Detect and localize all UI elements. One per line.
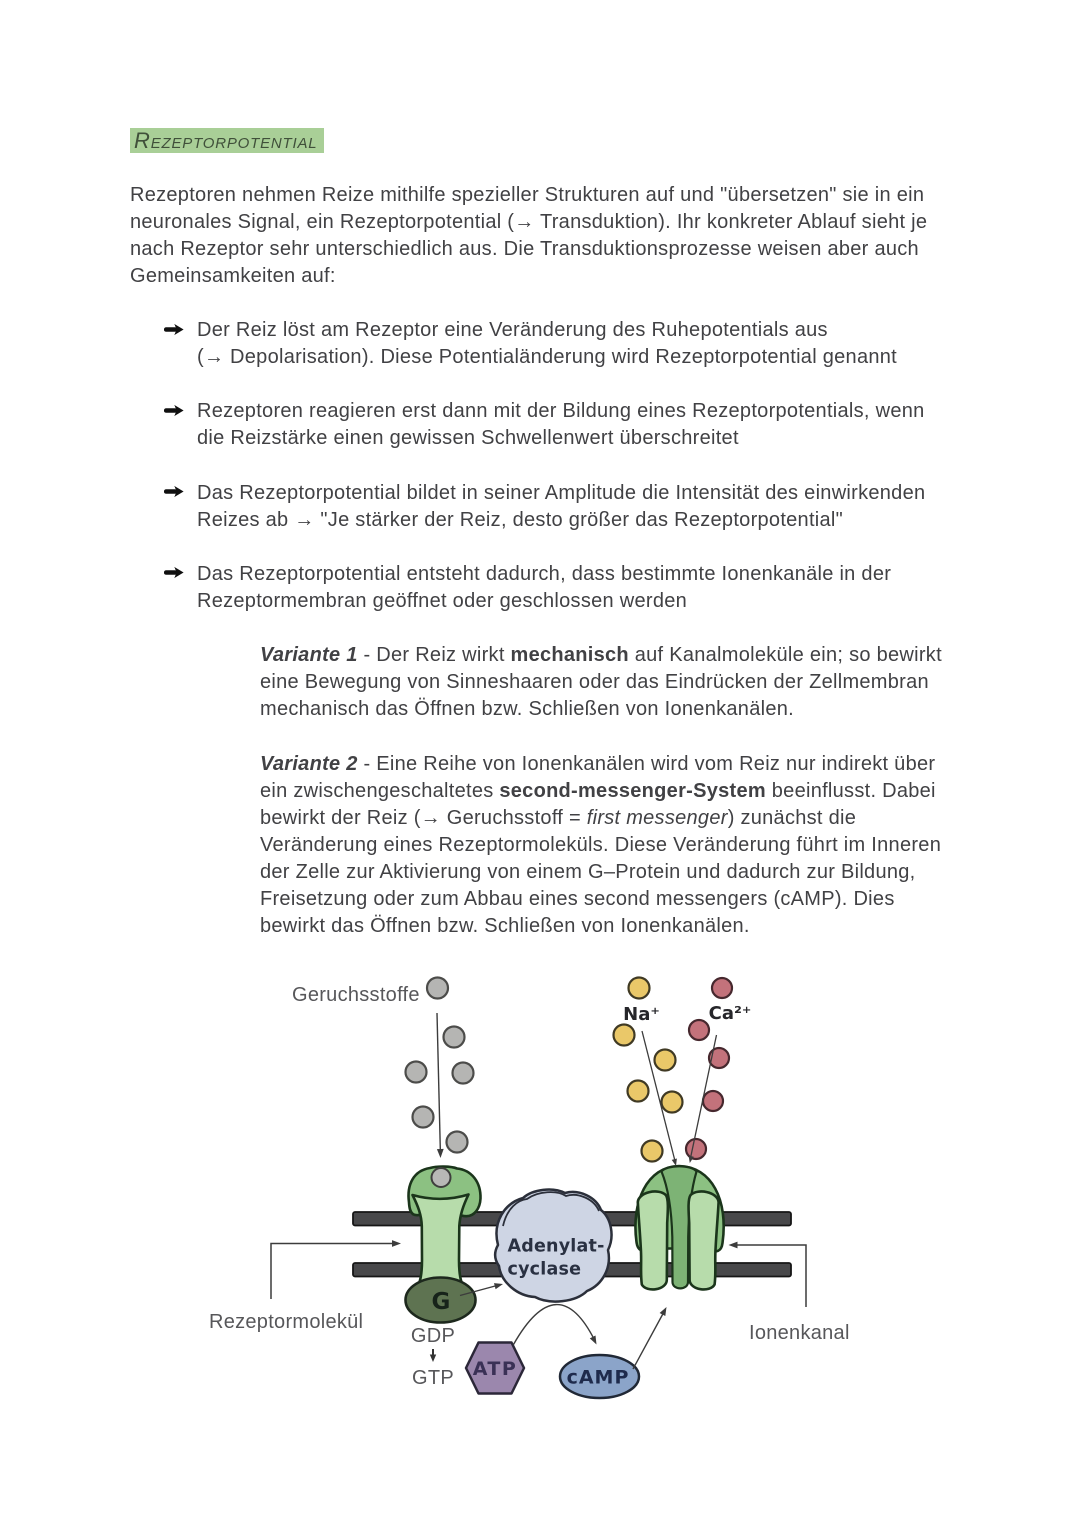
odorant-molecule bbox=[411, 1105, 435, 1129]
camp-label: cAMP bbox=[567, 1367, 630, 1389]
text-line: Das Rezeptorpotential entsteht dadurch, … bbox=[197, 562, 892, 585]
channel-pointer bbox=[728, 1241, 807, 1307]
channel-pore bbox=[660, 1165, 698, 1290]
text-line: Variante 1 - Der Reiz wirkt mechanisch a… bbox=[260, 644, 942, 667]
odorant-molecule bbox=[451, 1061, 475, 1085]
text-line: Das Rezeptorpotential bildet in seiner A… bbox=[197, 481, 926, 504]
calcium-ion bbox=[710, 976, 734, 1000]
sodium-ion bbox=[653, 1048, 677, 1072]
sodium-ion bbox=[627, 976, 651, 1000]
atp-to-camp-arrow bbox=[512, 1303, 597, 1345]
text-line: Freisetzung oder zum Abbau eines second … bbox=[260, 888, 895, 911]
odorant-molecules bbox=[404, 976, 475, 1154]
odorant-arrow bbox=[436, 1012, 444, 1158]
bullet-arrow-icon bbox=[164, 566, 184, 579]
sodium-ions bbox=[612, 976, 684, 1163]
text-line: nach Rezeptor sehr unterschiedlich aus. … bbox=[130, 237, 919, 260]
receptor-molecule bbox=[407, 1165, 482, 1288]
atp-hexagon bbox=[464, 1341, 526, 1395]
camp-ellipse bbox=[558, 1353, 641, 1400]
g-protein-body bbox=[404, 1276, 477, 1324]
g-protein-label: G bbox=[432, 1289, 451, 1315]
atp-molecule: ATP bbox=[464, 1341, 526, 1395]
text-line: neuronales Signal, ein Rezeptorpotential… bbox=[130, 210, 928, 233]
text-line: der Zelle zur Aktivierung von einem G–Pr… bbox=[260, 860, 916, 883]
camp-to-channel-arrow bbox=[632, 1307, 667, 1370]
channel-right-pillar bbox=[687, 1190, 720, 1291]
text-line: (→ Depolarisation). Diese Potentialänder… bbox=[197, 346, 898, 369]
sodium-ion bbox=[640, 1139, 664, 1163]
text-line: Der Reiz löst am Rezeptor eine Veränderu… bbox=[197, 319, 828, 341]
odorant-molecule bbox=[404, 1060, 428, 1084]
text-line: mechanisch das Öffnen bzw. Schließen von… bbox=[260, 698, 794, 721]
g-protein: G bbox=[404, 1276, 477, 1324]
calcium-ion bbox=[687, 1018, 711, 1042]
odorant-molecule bbox=[442, 1025, 466, 1049]
bound-odorant-molecule bbox=[430, 1167, 452, 1188]
odorant-molecule bbox=[425, 976, 450, 1000]
text-line: Rezeptoren nehmen Reize mithilfe speziel… bbox=[130, 183, 925, 206]
gtp-label: GTP bbox=[412, 1367, 454, 1389]
sodium-ion bbox=[660, 1090, 684, 1114]
calcium-label: Ca²⁺ bbox=[709, 1003, 752, 1024]
gdp-label: GDP bbox=[411, 1325, 455, 1347]
camp-molecule: cAMP bbox=[558, 1353, 641, 1400]
variant-paragraph: Variante 2 - Eine Reihe von Ionenkanälen… bbox=[260, 751, 941, 941]
text-line: bewirkt das Öffnen bzw. Schließen von Io… bbox=[260, 915, 750, 938]
text-line: die Reizstärke einen gewissen Schwellenw… bbox=[197, 427, 739, 450]
variant-label: Variante 2 bbox=[260, 752, 358, 775]
atp-label: ATP bbox=[473, 1358, 518, 1380]
text-line: Variante 2 - Eine Reihe von Ionenkanälen… bbox=[260, 752, 936, 775]
bullet-item: Das Rezeptorpotential entsteht dadurch, … bbox=[164, 561, 892, 615]
sodium-flow-line bbox=[641, 1030, 677, 1166]
page-title: Rezeptorpotential bbox=[130, 128, 325, 153]
variant-paragraph: Variante 1 - Der Reiz wirkt mechanisch a… bbox=[260, 642, 942, 723]
bullet-arrow-icon bbox=[164, 323, 184, 336]
intro-paragraph: Rezeptoren nehmen Reize mithilfe speziel… bbox=[130, 182, 927, 290]
gdp-gtp-cycle: GDP GTP bbox=[411, 1325, 455, 1389]
text-line: Veränderung eines Rezeptormoleküls. Dies… bbox=[260, 833, 942, 856]
highlighted-heading: Rezeptorpotential bbox=[130, 128, 325, 153]
calcium-ion bbox=[701, 1089, 725, 1113]
text-line: eine Bewegung von Sinneshaaren oder das … bbox=[260, 671, 929, 694]
text-line: ein zwischengeschaltetes second-messenge… bbox=[260, 779, 936, 802]
channel-label: Ionenkanal bbox=[749, 1322, 850, 1344]
channel-left-pillar bbox=[636, 1190, 670, 1291]
adenylate-cyclase: Adenylat- cyclase bbox=[493, 1188, 613, 1303]
cyclase-blob bbox=[493, 1188, 613, 1303]
calcium-ion bbox=[707, 1046, 731, 1070]
bullet-item: Rezeptoren reagieren erst dann mit der B… bbox=[164, 398, 925, 452]
text-line: Rezeptoren reagieren erst dann mit der B… bbox=[197, 400, 925, 423]
cyclase-rim-line bbox=[502, 1191, 600, 1227]
text-line: bewirkt der Reiz (→ Geruchsstoff = first… bbox=[260, 806, 857, 829]
sodium-ion bbox=[626, 1079, 650, 1103]
ion-channel bbox=[634, 1164, 725, 1291]
g-to-cyclase-arrow bbox=[459, 1283, 503, 1297]
bullet-arrow-icon bbox=[164, 485, 184, 498]
sodium-ion bbox=[612, 1023, 636, 1047]
cyclase-label-line1: Adenylat- bbox=[508, 1237, 605, 1257]
text-line: Rezeptormembran geöffnet oder geschlosse… bbox=[197, 589, 688, 612]
bullet-item: Das Rezeptorpotential bildet in seiner A… bbox=[164, 480, 926, 534]
calcium-flow-line bbox=[688, 1034, 718, 1163]
receptor-stem bbox=[411, 1193, 470, 1288]
text-line: Gemeinsamkeiten auf: bbox=[130, 264, 336, 287]
odorant-molecule bbox=[445, 1130, 469, 1154]
bullet-item: Der Reiz löst am Rezeptor eine Veränderu… bbox=[164, 317, 898, 371]
receptor-label: Rezeptormolekül bbox=[209, 1311, 363, 1333]
cyclase-label-line2: cyclase bbox=[508, 1260, 582, 1280]
receptor-pointer bbox=[270, 1240, 401, 1299]
variant-label: Variante 1 bbox=[260, 644, 358, 667]
bullet-arrow-icon bbox=[164, 404, 184, 417]
odorants-label: Geruchsstoffe bbox=[292, 984, 420, 1006]
calcium-ions bbox=[684, 976, 734, 1161]
sodium-label: Na⁺ bbox=[623, 1004, 660, 1025]
text-line: Reizes ab → "Je stärker der Reiz, desto … bbox=[197, 508, 844, 531]
